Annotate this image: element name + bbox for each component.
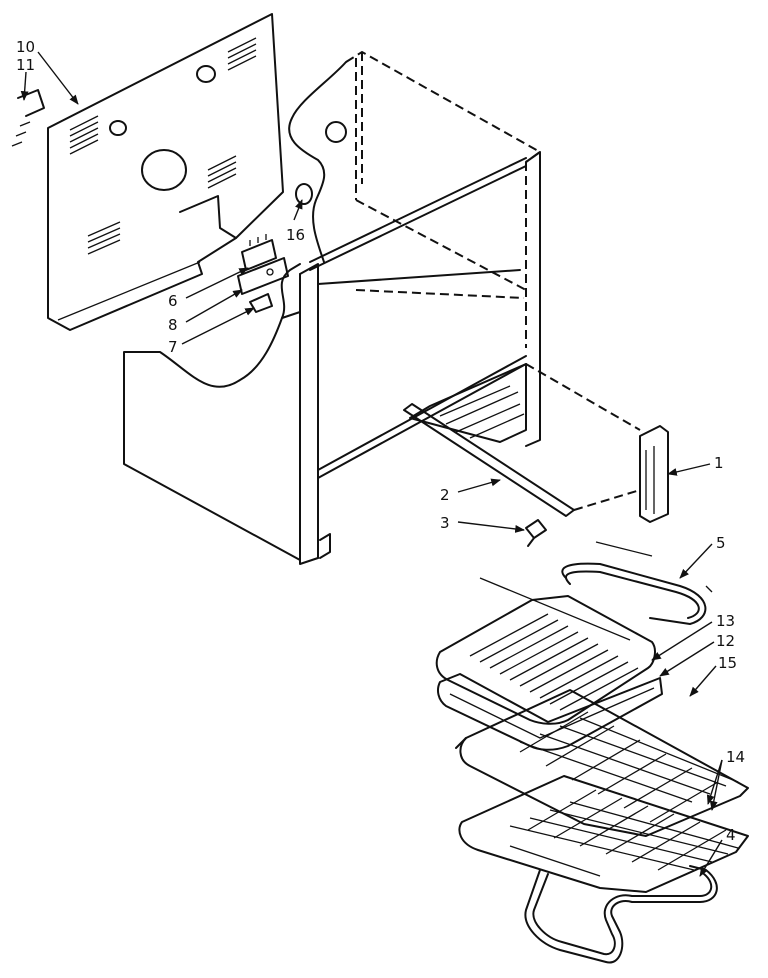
callout-3: 3 xyxy=(440,514,450,532)
callout-10: 10 xyxy=(16,38,35,56)
back-panel-hole xyxy=(196,65,216,83)
part-12-broiler-pan xyxy=(437,673,663,751)
callout-1: 1 xyxy=(714,454,724,472)
callout-12: 12 xyxy=(716,632,735,650)
part-7-clip xyxy=(249,293,273,313)
callout-14: 14 xyxy=(726,748,745,766)
part-13-broiler-grid xyxy=(435,595,656,725)
back-panel-vents xyxy=(69,37,257,255)
part-15-oven-rack xyxy=(455,689,749,837)
callout-4: 4 xyxy=(726,826,736,844)
callout-16: 16 xyxy=(286,226,305,244)
callout-5: 5 xyxy=(716,534,726,552)
part-14-oven-rack xyxy=(458,775,749,893)
part-5-broil-element xyxy=(479,541,713,641)
part-11-clip xyxy=(17,89,45,117)
callout-13: 13 xyxy=(716,612,735,630)
cabinet-frame xyxy=(288,50,641,565)
callout-labels: 10 11 16 6 8 7 1 2 3 5 13 12 15 14 4 xyxy=(16,38,745,844)
part-6-terminal-block xyxy=(241,239,277,271)
bottom-shelf xyxy=(409,363,527,443)
part-3-bracket xyxy=(525,519,547,547)
part-16-grommet xyxy=(295,183,313,205)
part-2-rail xyxy=(403,403,575,517)
callout-15: 15 xyxy=(718,654,737,672)
back-panel xyxy=(11,13,284,331)
back-panel-hole-large xyxy=(141,149,187,191)
callout-11: 11 xyxy=(16,56,35,74)
side-panel xyxy=(123,263,301,561)
callout-7: 7 xyxy=(168,338,178,356)
part-4-bake-element xyxy=(509,845,718,964)
terminal-block-parts xyxy=(237,234,289,313)
callout-6: 6 xyxy=(168,292,178,310)
back-panel-hole xyxy=(109,120,127,136)
part-1-side-cover xyxy=(639,425,669,523)
callout-2: 2 xyxy=(440,486,450,504)
callout-8: 8 xyxy=(168,316,178,334)
callout-leaders xyxy=(20,51,723,877)
part-8-bracket xyxy=(237,257,289,295)
